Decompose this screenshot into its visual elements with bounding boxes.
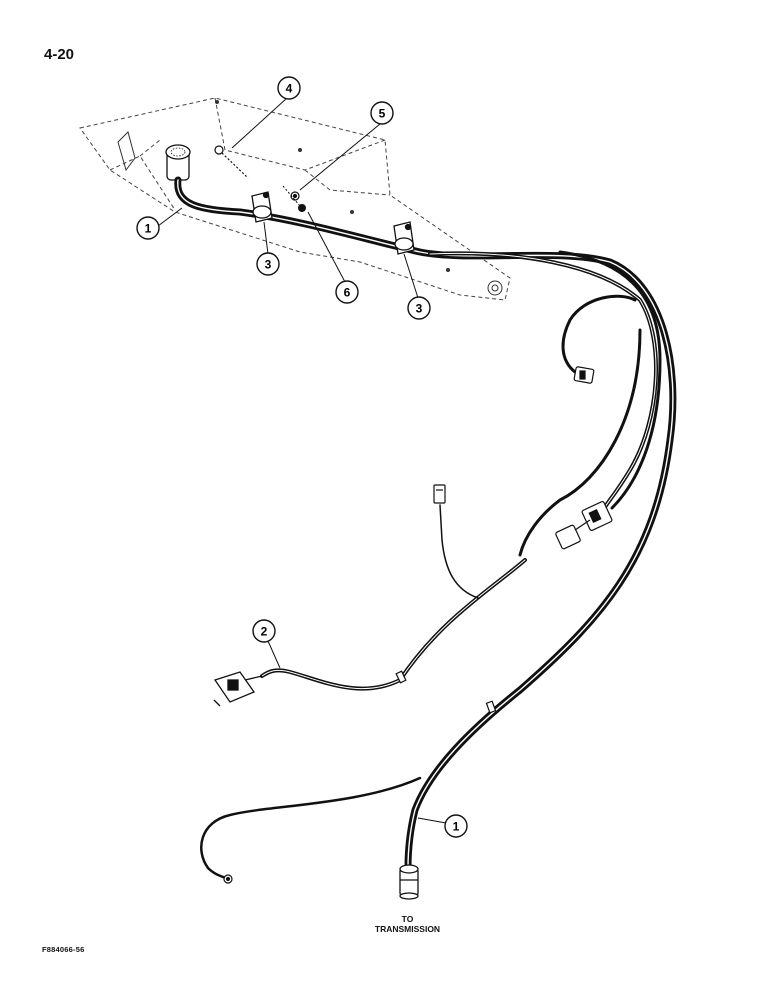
figure-id: F884066-56 (42, 945, 85, 954)
svg-text:1: 1 (145, 222, 152, 236)
callout-1-top: 1 (136, 216, 160, 240)
callout-2: 2 (252, 619, 276, 643)
callout-1-bottom: 1 (444, 814, 468, 838)
mounting-plate (79, 97, 511, 301)
callout-5: 5 (370, 101, 394, 125)
washer (290, 191, 300, 201)
destination-label: TO TRANSMISSION (360, 914, 455, 934)
svg-text:5: 5 (379, 107, 386, 121)
harness-round-connector (165, 144, 191, 181)
callout-6: 6 (335, 280, 359, 304)
ring-terminal (223, 874, 233, 884)
destination-label-line1: TO (401, 914, 414, 924)
svg-text:6: 6 (344, 286, 351, 300)
svg-text:2: 2 (261, 625, 268, 639)
page-number: 4-20 (44, 46, 75, 63)
callout-3-left: 3 (256, 252, 280, 276)
connector-left (213, 671, 263, 707)
plate-details (117, 100, 503, 296)
destination-label-line2: TRANSMISSION (374, 924, 441, 934)
svg-text:4: 4 (286, 82, 293, 96)
nut (282, 185, 306, 212)
clamp-left (251, 191, 273, 223)
connector-small-top (573, 366, 595, 384)
transmission-connector (399, 864, 419, 900)
harness-branches (200, 250, 662, 880)
clamp-right (393, 221, 415, 255)
callout-4: 4 (277, 76, 301, 100)
svg-text:3: 3 (416, 302, 423, 316)
svg-text:1: 1 (453, 820, 460, 834)
main-harness (174, 176, 677, 872)
callout-3-right: 3 (407, 296, 431, 320)
connector-tab (433, 484, 446, 504)
cable-ties (395, 670, 497, 714)
bolt (214, 145, 249, 179)
connector-pair-right (555, 501, 613, 550)
svg-text:3: 3 (265, 258, 272, 272)
leader-lines (157, 97, 447, 824)
